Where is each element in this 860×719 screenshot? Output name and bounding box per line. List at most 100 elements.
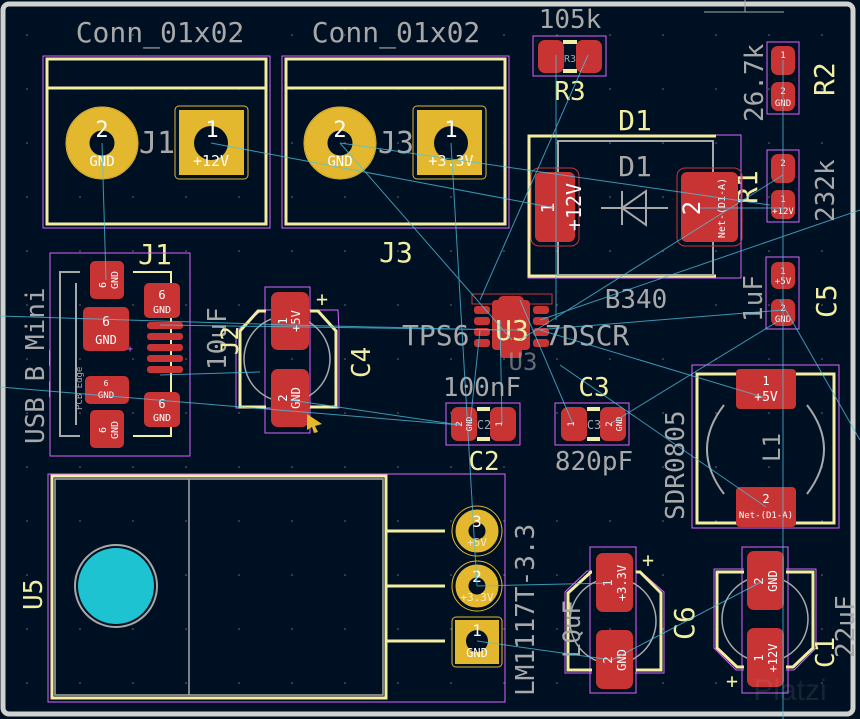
pad-number: 2 <box>601 656 615 663</box>
pad-2[interactable] <box>681 172 738 242</box>
pad-2[interactable] <box>747 551 784 610</box>
pad-signal[interactable] <box>147 366 183 373</box>
grid-dot <box>238 466 240 468</box>
grid-dot <box>609 304 611 306</box>
footprint-u5[interactable]: 3 +5V 2 +3.3V 1 GND U5 LM1117T-3.3 <box>19 473 541 703</box>
grid-dot <box>768 466 770 468</box>
silk-outline <box>786 570 815 669</box>
footprint-r3[interactable]: 105k R3 R3 <box>532 5 607 107</box>
pad-6[interactable] <box>83 307 129 351</box>
ratsnest-line <box>101 142 107 281</box>
courtyard <box>281 55 510 229</box>
pad-2[interactable] <box>600 407 626 441</box>
courtyard <box>554 402 630 446</box>
footprint-c4[interactable]: 1 +5V 2 GND + 10uF J2 C4 <box>203 286 377 434</box>
grid-dot <box>450 574 452 576</box>
ratsnest-line <box>339 142 771 206</box>
footprint-j3-screw[interactable]: Conn_01x02 2 GND J3 1 +3.3V J3 <box>281 16 510 269</box>
footprint-r1[interactable]: 2 1 +12V R1 232k <box>731 149 841 223</box>
grid-dot <box>79 412 81 414</box>
pad-6[interactable] <box>90 261 124 299</box>
pad-2[interactable] <box>271 369 309 427</box>
ratsnest-line <box>519 299 574 425</box>
pad-2[interactable] <box>596 630 633 689</box>
grid-dot <box>344 682 346 684</box>
pad-signal[interactable] <box>147 355 183 362</box>
silk-mark <box>563 40 577 44</box>
value-label: 1uF <box>739 275 769 322</box>
pad-number: 6 <box>158 288 165 302</box>
pad-1[interactable] <box>596 553 633 612</box>
grid-dot <box>79 358 81 360</box>
footprint-l1[interactable]: SDR0805 1 +5V 2 Net-(D1-A) L1 <box>661 364 840 529</box>
polarity-mark: + <box>316 287 328 311</box>
footprint-c6[interactable]: 1 +3.3V 2 GND + LQuF C6 <box>558 546 701 694</box>
ratsnest-line <box>476 640 613 661</box>
pad-net: +12V <box>193 152 229 170</box>
grid-dot <box>238 682 240 684</box>
pad-pin[interactable] <box>474 306 490 314</box>
pad-1[interactable] <box>747 628 784 687</box>
pad-3[interactable] <box>455 509 499 553</box>
mount-hole[interactable] <box>78 548 154 624</box>
pad-1[interactable] <box>576 40 602 73</box>
grid-dot <box>556 466 558 468</box>
grid-dot <box>715 34 717 36</box>
grid-dot <box>821 196 823 198</box>
footprint-c3[interactable]: C3 1 2 GND C3 820pF <box>554 373 633 477</box>
fab-ref: D1 <box>618 150 652 183</box>
footprint-c1[interactable]: 2 GND 1 +12V + C1 22uF <box>713 546 860 694</box>
grid-dot <box>238 574 240 576</box>
pad-2[interactable] <box>538 40 564 73</box>
pad-pin[interactable] <box>474 339 490 347</box>
grid-dot <box>503 574 505 576</box>
pad-2[interactable] <box>66 107 138 179</box>
footprint-d1[interactable]: D1 D1 1 +12V 2 Net-(D1-A) B340 <box>527 104 743 315</box>
pad-pin[interactable] <box>533 317 549 325</box>
grid-dot <box>609 196 611 198</box>
pad-1[interactable] <box>271 292 309 350</box>
silk-ref: R3 <box>554 77 585 107</box>
grid-dot <box>344 304 346 306</box>
pad-net: GND <box>153 413 171 424</box>
footprint-c2[interactable]: 100nF 2 GND 1 C2 C2 <box>443 373 521 477</box>
pad-6[interactable] <box>90 410 124 448</box>
grid-dot <box>291 250 293 252</box>
pad-number: 1 <box>444 118 457 143</box>
footprint-j1-usb[interactable]: J1 USB_B_Mini PCB Edge 6 GND 6 GND 6 GND… <box>21 238 191 457</box>
pad-outline <box>451 505 503 557</box>
grid-dot <box>26 682 28 684</box>
silk-ref: U5 <box>19 579 49 610</box>
footprint-r2[interactable]: 1 2 GND 26.7k R2 <box>740 41 841 122</box>
pad-1[interactable] <box>535 172 575 242</box>
grid-dot <box>132 412 134 414</box>
edge-label: PCB Edge <box>75 367 85 410</box>
footprint-u3[interactable]: TPS6 7DSCR U3 U3 <box>402 293 629 376</box>
pad-pin[interactable] <box>500 348 522 358</box>
grid-dot <box>768 142 770 144</box>
pad-net: GND <box>466 646 488 660</box>
courtyard-body <box>564 570 592 674</box>
fab-arc <box>806 404 825 495</box>
grid-dot <box>79 34 81 36</box>
pad-1[interactable] <box>736 369 796 409</box>
pad-pin[interactable] <box>533 306 549 314</box>
pad-signal[interactable] <box>147 333 183 340</box>
pad-signal[interactable] <box>147 344 183 351</box>
grid-dot <box>662 358 664 360</box>
pad-exposed[interactable] <box>492 300 530 350</box>
pad-1[interactable] <box>490 407 516 441</box>
grid-dot <box>185 682 187 684</box>
grid-dot <box>79 682 81 684</box>
grid-dot <box>503 682 505 684</box>
pad-1[interactable] <box>561 407 587 441</box>
pad-pin[interactable] <box>474 317 490 325</box>
pad-6[interactable] <box>144 283 180 318</box>
grid-dot <box>26 574 28 576</box>
footprint-j1-screw[interactable]: Conn_01x02 2 GND J1 1 +12V <box>42 16 271 229</box>
value-label: B340 <box>605 285 668 315</box>
footprint-c5[interactable]: 1 +5V 2 GND 1uF C5 <box>739 256 843 330</box>
grid-dot <box>609 628 611 630</box>
polarity-mark: + <box>726 669 738 693</box>
